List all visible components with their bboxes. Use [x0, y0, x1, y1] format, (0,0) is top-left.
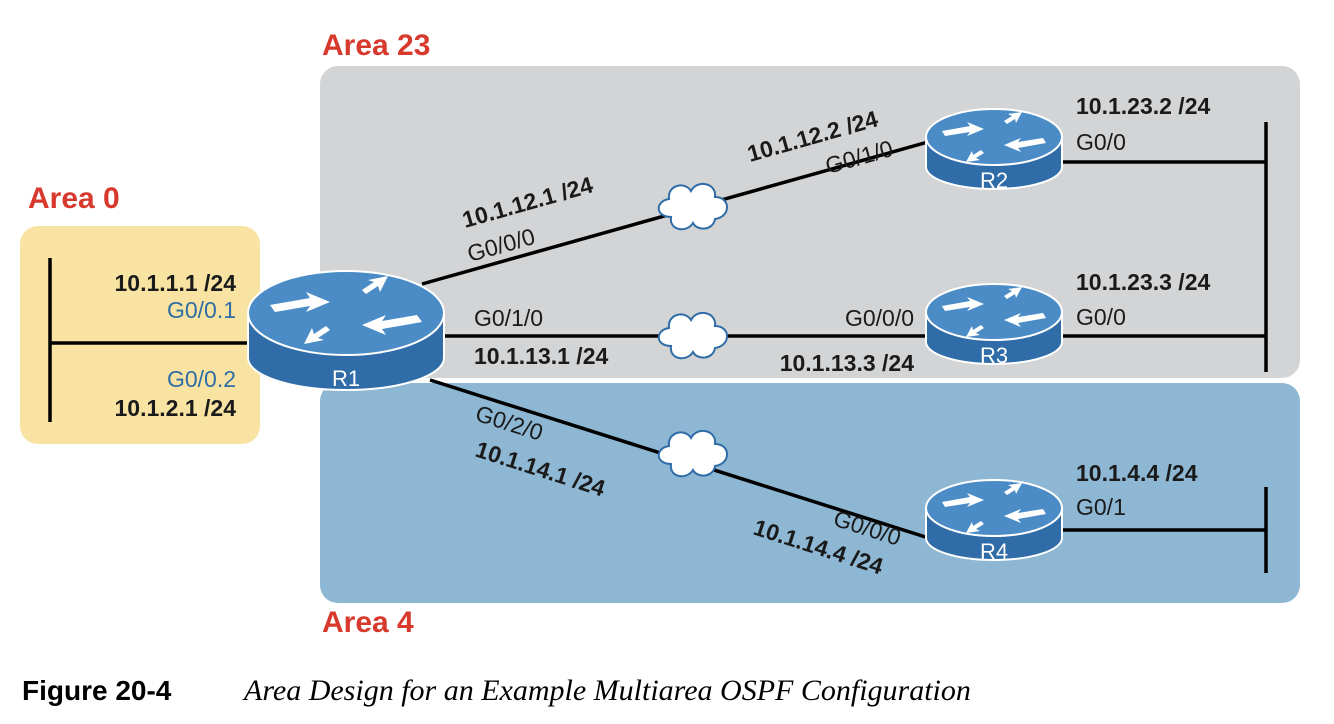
r2-lan-interface-label: G0/0	[1076, 129, 1126, 155]
r3-lan-interface-label: G0/0	[1076, 304, 1126, 330]
router-arrows-icon	[270, 276, 422, 344]
r3-r1-ip-label: 10.1.13.3 /24	[780, 350, 914, 376]
area0-region	[20, 226, 260, 444]
router-r1-name: R1	[332, 366, 360, 391]
router-arrows-icon	[942, 483, 1046, 533]
r4-lan-ip-label: 10.1.4.4 /24	[1076, 460, 1198, 486]
router-r3: R3	[925, 283, 1063, 368]
r3-lan-ip-label: 10.1.23.3 /24	[1076, 269, 1210, 295]
area4-label: Area 4	[322, 606, 414, 639]
r1-lan2-interface-label: G0/0.2	[167, 366, 236, 392]
r4-lan-interface-label: G0/1	[1076, 494, 1126, 520]
router-arrows-icon	[942, 112, 1046, 162]
router-r3-name: R3	[980, 343, 1008, 368]
router-arrows-icon	[942, 287, 1046, 337]
figure-number: Figure 20-4	[22, 675, 172, 706]
r1-lan1-ip-label: 10.1.1.1 /24	[115, 270, 237, 296]
area4-region	[320, 383, 1300, 603]
area0-label: Area 0	[28, 182, 120, 215]
r1-r3-interface-label: G0/1/0	[474, 305, 543, 331]
router-r4-name: R4	[980, 539, 1008, 564]
r3-r1-interface-label: G0/0/0	[845, 305, 914, 331]
r1-r3-ip-label: 10.1.13.1 /24	[474, 343, 608, 369]
router-r2: R2	[925, 108, 1063, 193]
r1-lan1-interface-label: G0/0.1	[167, 297, 236, 323]
figure-caption: Area Design for an Example Multiarea OSP…	[242, 674, 971, 707]
r2-lan-ip-label: 10.1.23.2 /24	[1076, 93, 1210, 119]
router-r2-name: R2	[980, 168, 1008, 193]
area23-label: Area 23	[322, 29, 430, 62]
router-r1: R1	[247, 270, 445, 391]
router-r4: R4	[925, 479, 1063, 564]
r1-lan2-ip-label: 10.1.2.1 /24	[115, 395, 237, 421]
